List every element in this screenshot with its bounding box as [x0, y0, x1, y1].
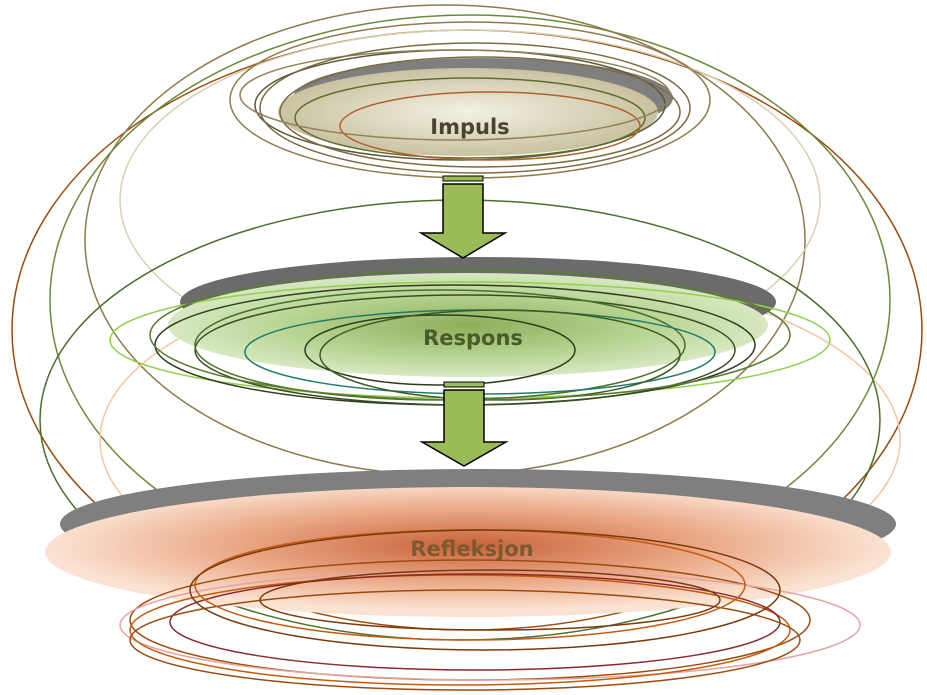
- arrow-respons-to-refleksjon: [419, 381, 509, 467]
- arrow-impuls-to-respons: [418, 175, 508, 259]
- refleksjon-disc: [45, 469, 896, 691]
- respons-disc: [109, 257, 831, 406]
- respons-label: Respons: [423, 326, 523, 350]
- down-arrow-icon: [418, 183, 508, 259]
- impuls-label: Impuls: [430, 115, 509, 139]
- refleksjon-label: Refleksjon: [410, 537, 533, 561]
- impuls-disc: [229, 21, 711, 179]
- disc-fill: [45, 487, 891, 617]
- down-arrow-icon: [419, 389, 509, 467]
- disc-fill: [168, 273, 768, 377]
